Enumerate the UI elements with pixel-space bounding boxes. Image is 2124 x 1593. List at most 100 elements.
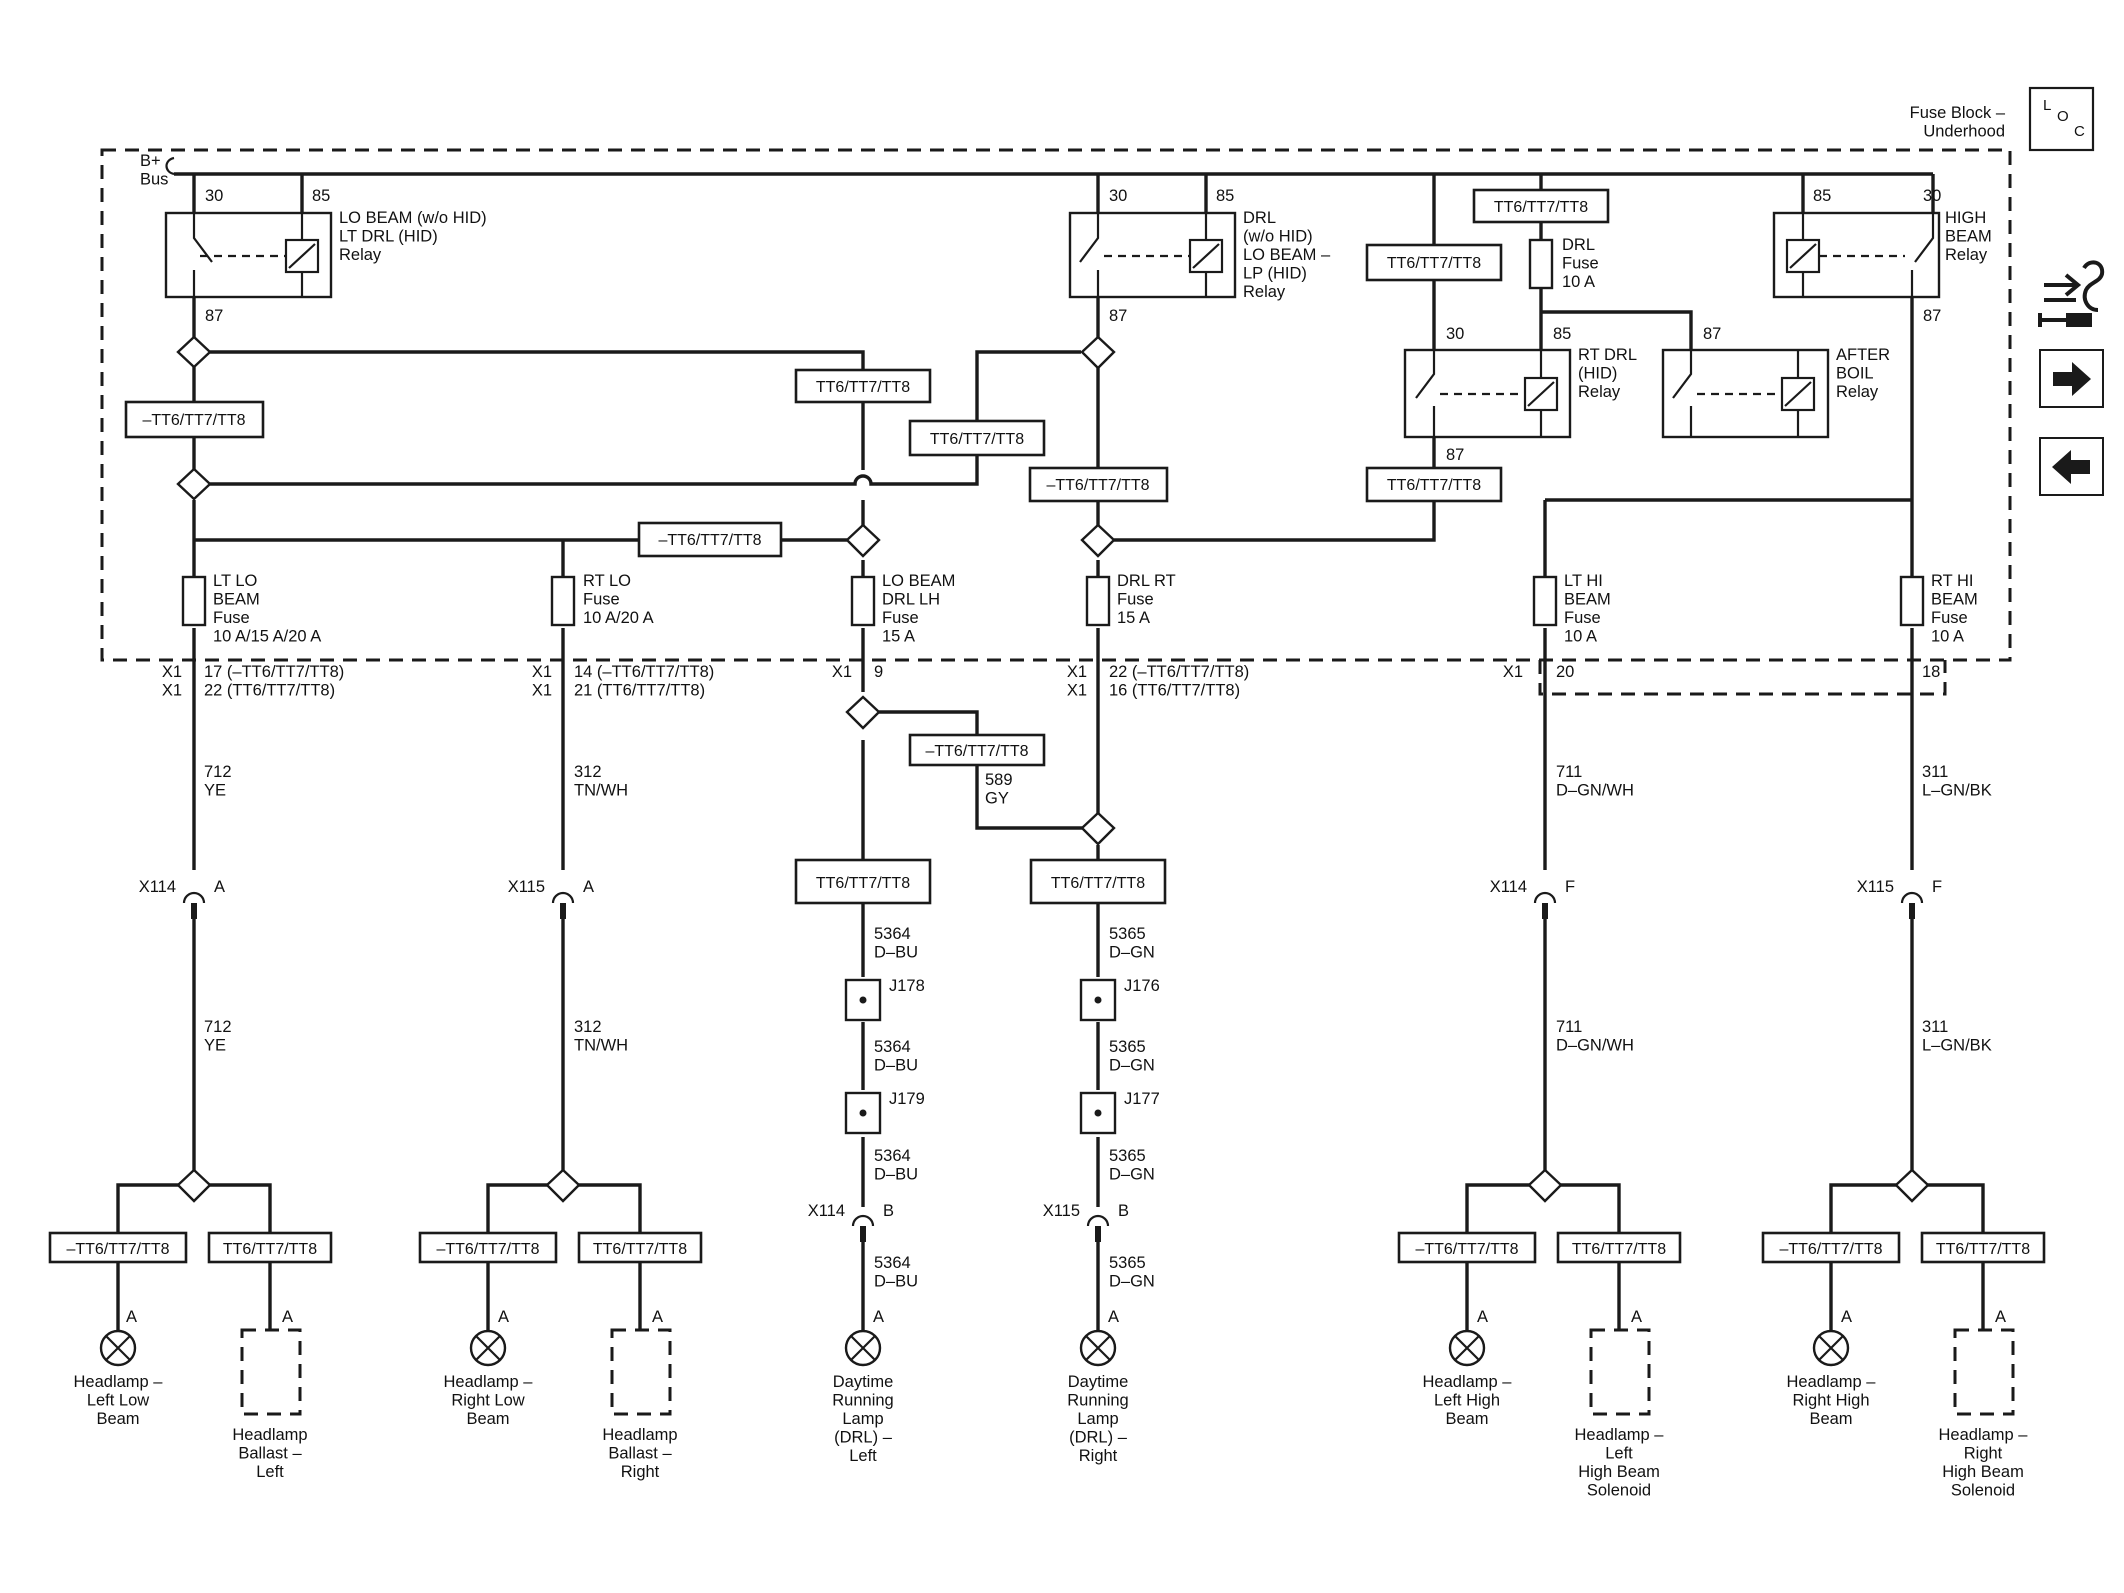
svg-text:A: A xyxy=(1477,1308,1488,1326)
relay-drl: 30 85 87 DRL(w/o HID)LO BEAM –LP (HID)Re… xyxy=(1068,187,1331,325)
relay-drl-label: DRL(w/o HID)LO BEAM –LP (HID)Relay xyxy=(1243,209,1331,301)
location-box: Fuse Block –Underhood L O C xyxy=(1910,86,2095,152)
next-page-button[interactable] xyxy=(2039,349,2104,408)
prev-page-button[interactable] xyxy=(2039,437,2104,496)
splice-diamond xyxy=(545,1168,581,1203)
arrow-left-icon xyxy=(2052,450,2090,484)
relay-rt-drl-pin-85: 85 xyxy=(1553,325,1571,343)
splice-diamond xyxy=(1894,1168,1930,1203)
inline-connector-x115-a: X115 A xyxy=(508,878,594,919)
relay-lo-beam: 30 85 87 LO BEAM (w/o HID)LT DRL (HID)Re… xyxy=(164,187,487,325)
option-box: –TT6/TT7/TT8 xyxy=(908,733,1046,767)
relay-rt-drl-pin-87: 87 xyxy=(1446,446,1464,464)
svg-text:–TT6/TT7/TT8: –TT6/TT7/TT8 xyxy=(658,532,761,549)
splice-pack-j178: J178 xyxy=(844,977,925,1022)
fuse-lt-hi xyxy=(1532,575,1558,627)
fuse-drl xyxy=(1528,238,1554,290)
option-box: TT6/TT7/TT8 xyxy=(1472,188,1610,224)
svg-text:–TT6/TT7/TT8: –TT6/TT7/TT8 xyxy=(925,743,1028,760)
fuse-lo-beam-drl-lh xyxy=(850,575,876,627)
location-name: Fuse Block –Underhood xyxy=(1910,104,2006,141)
svg-text:TT6/TT7/TT8: TT6/TT7/TT8 xyxy=(223,1241,317,1258)
inline-connector-x115-f: X115 F xyxy=(1857,878,1942,919)
option-box: TT6/TT7/TT8 xyxy=(1920,1231,2046,1264)
relay-lo-beam-pin-30: 30 xyxy=(205,187,223,205)
svg-text:X115: X115 xyxy=(1043,1202,1080,1220)
svg-text:–TT6/TT7/TT8: –TT6/TT7/TT8 xyxy=(1046,477,1149,494)
fuse-block-boundary xyxy=(100,148,2012,662)
svg-text:X114: X114 xyxy=(1490,878,1527,896)
relay-drl-pin-30: 30 xyxy=(1109,187,1127,205)
svg-text:9: 9 xyxy=(874,663,883,681)
option-box: –TT6/TT7/TT8 xyxy=(1028,466,1169,503)
loc-icon-o: O xyxy=(2057,108,2069,125)
splice-pack-j177: J177 xyxy=(1079,1090,1160,1135)
connector-x1-dashed-extension xyxy=(1538,660,1947,696)
svg-text:–TT6/TT7/TT8: –TT6/TT7/TT8 xyxy=(1779,1241,1882,1258)
svg-text:TT6/TT7/TT8: TT6/TT7/TT8 xyxy=(1572,1241,1666,1258)
wrench-arrows-icon xyxy=(2038,260,2105,327)
svg-text:–TT6/TT7/TT8: –TT6/TT7/TT8 xyxy=(1415,1241,1518,1258)
bus-label: B+Bus xyxy=(140,152,168,189)
svg-text:TT6/TT7/TT8: TT6/TT7/TT8 xyxy=(930,431,1024,448)
svg-text:A: A xyxy=(873,1308,884,1326)
inline-connector-x114-b: X114 B xyxy=(808,1202,894,1242)
service-info-button[interactable] xyxy=(2038,260,2105,327)
svg-text:TT6/TT7/TT8: TT6/TT7/TT8 xyxy=(1387,477,1481,494)
svg-text:TT6/TT7/TT8: TT6/TT7/TT8 xyxy=(1494,199,1588,216)
option-box: –TT6/TT7/TT8 xyxy=(637,521,783,558)
svg-text:A: A xyxy=(1631,1308,1642,1326)
option-box: TT6/TT7/TT8 xyxy=(1365,466,1503,503)
svg-text:14 (–TT6/TT7/TT8)21 (TT6/TT7/T: 14 (–TT6/TT7/TT8)21 (TT6/TT7/TT8) xyxy=(574,663,714,700)
option-box: –TT6/TT7/TT8 xyxy=(418,1231,558,1264)
svg-text:J177: J177 xyxy=(1124,1090,1160,1108)
svg-text:A: A xyxy=(1995,1308,2006,1326)
svg-text:TT6/TT7/TT8: TT6/TT7/TT8 xyxy=(1051,875,1145,892)
option-box: TT6/TT7/TT8 xyxy=(1556,1231,1682,1264)
svg-text:A: A xyxy=(652,1308,663,1326)
option-box: TT6/TT7/TT8 xyxy=(794,368,932,404)
option-box: –TT6/TT7/TT8 xyxy=(48,1231,188,1264)
splice-pack-j176: J176 xyxy=(1079,977,1160,1022)
svg-text:A: A xyxy=(1841,1308,1852,1326)
svg-text:A: A xyxy=(498,1308,509,1326)
loc-icon-c: C xyxy=(2074,123,2085,140)
relay-lo-beam-pin-85: 85 xyxy=(312,187,330,205)
arrow-right-icon xyxy=(2053,362,2091,396)
inline-connector-x114-f: X114 F xyxy=(1490,878,1575,919)
svg-text:X114: X114 xyxy=(139,878,176,896)
relay-high-beam-pin-85: 85 xyxy=(1813,187,1831,205)
svg-text:–TT6/TT7/TT8: –TT6/TT7/TT8 xyxy=(142,412,245,429)
splice-diamonds xyxy=(176,335,1930,1203)
svg-text:J176: J176 xyxy=(1124,977,1160,995)
splice-diamond xyxy=(176,1168,212,1203)
splice-diamond xyxy=(176,467,212,501)
relay-after-boil-pin-87: 87 xyxy=(1703,325,1721,343)
relay-lo-beam-label: LO BEAM (w/o HID)LT DRL (HID)Relay xyxy=(339,209,487,264)
splice-diamond xyxy=(845,523,881,558)
option-box: TT6/TT7/TT8 xyxy=(577,1231,703,1264)
